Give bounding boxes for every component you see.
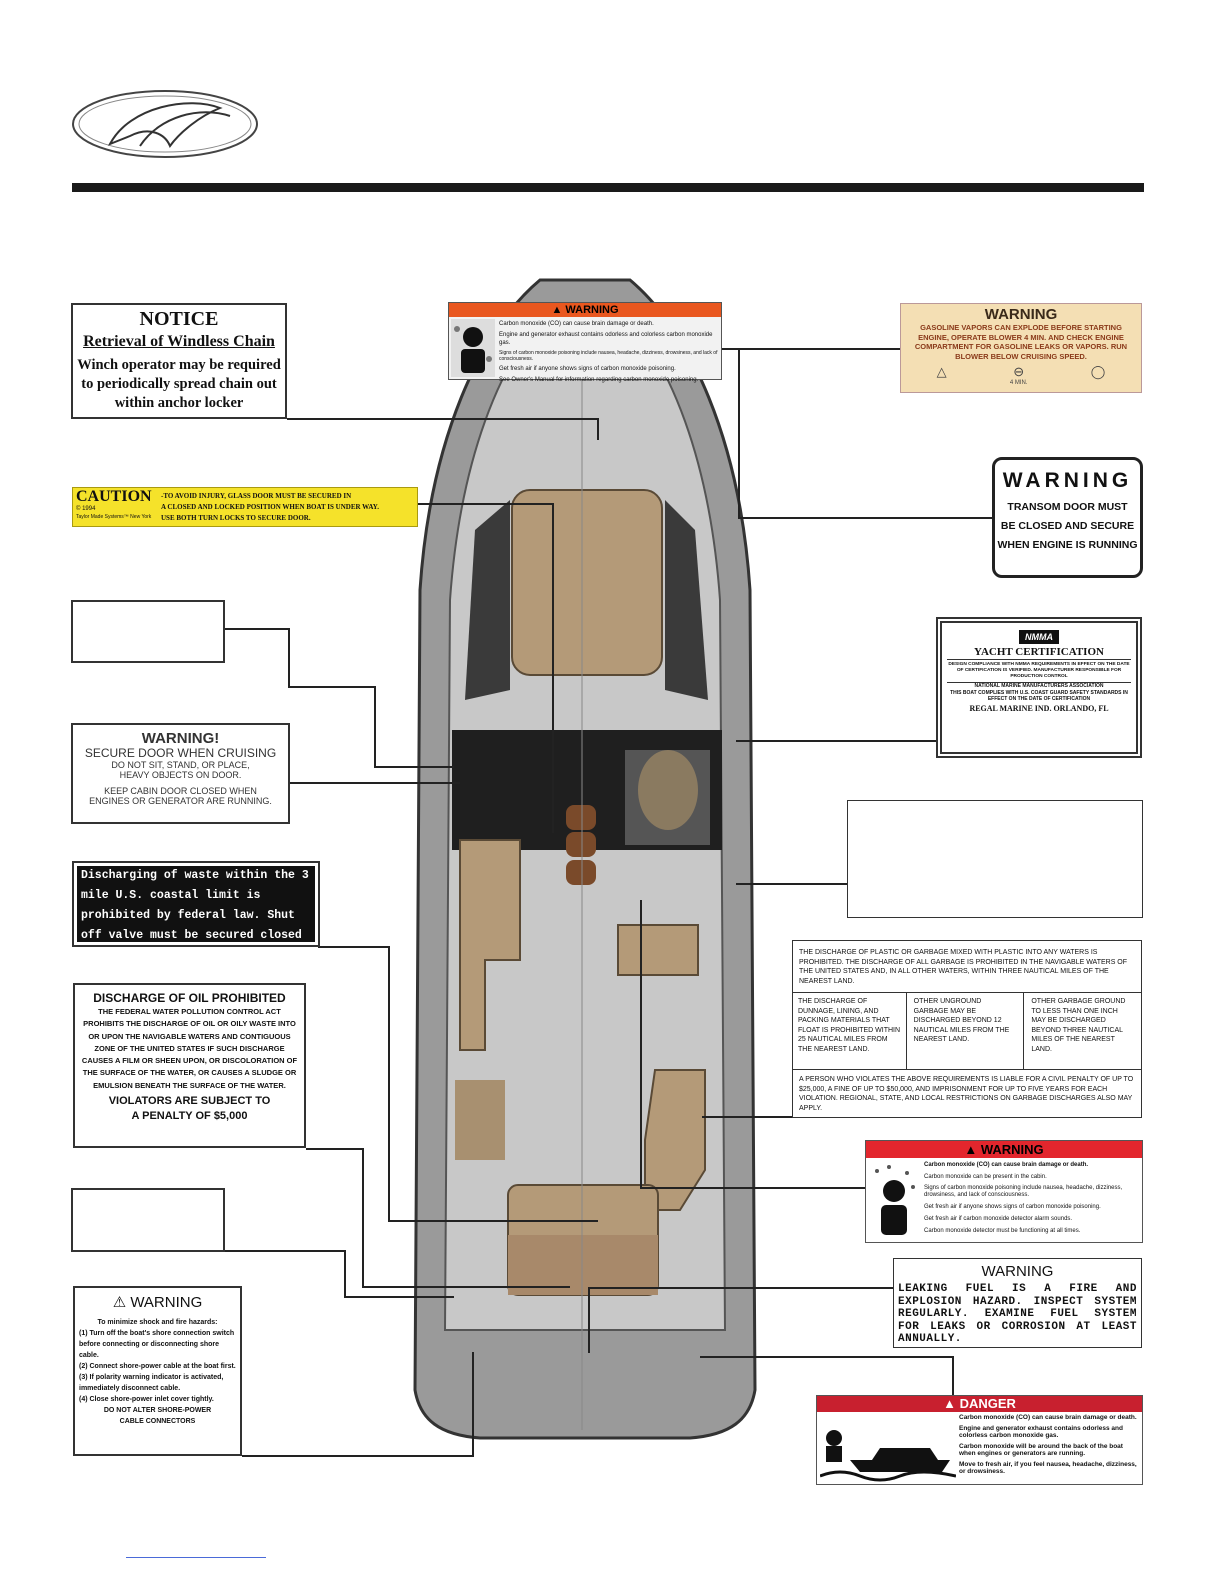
warning-triangle-icon: ▲ <box>943 1396 956 1411</box>
yacht-cert-p3: THIS BOAT COMPLIES WITH U.S. COAST GUARD… <box>950 690 1128 702</box>
danger-header: ▲ DANGER <box>817 1396 1142 1412</box>
boat-exhaust-icon <box>819 1416 957 1482</box>
waste-discharge-body: Discharging of waste within the 3 mile U… <box>77 866 315 942</box>
notice-title: NOTICE <box>139 308 219 330</box>
co-top-line-1: Carbon monoxide (CO) can cause brain dam… <box>499 321 654 327</box>
caution-line-2: A CLOSED AND LOCKED POSITION WHEN BOAT I… <box>161 503 379 511</box>
garbage-bottom: A PERSON WHO VIOLATES THE ABOVE REQUIREM… <box>799 1076 1134 1112</box>
door-warning-label: WARNING! SECURE DOOR WHEN CRUISING DO NO… <box>71 723 290 824</box>
garbage-top: THE DISCHARGE OF PLASTIC OR GARBAGE MIXE… <box>793 941 1141 993</box>
fuel-warning-label: WARNING LEAKING FUEL IS A FIRE AND EXPLO… <box>893 1258 1142 1348</box>
shore-power-warning-label: ⚠ WARNING To minimize shock and fire haz… <box>73 1286 242 1456</box>
co-right-line-5: Get fresh air if carbon monoxide detecto… <box>924 1216 1073 1222</box>
blank-label-right <box>847 800 1143 918</box>
caution-maker: Taylor Made Systems™ New York <box>76 514 152 520</box>
person-breathing-icon <box>451 319 495 377</box>
co-right-line-2: Carbon monoxide can be present in the ca… <box>924 1174 1047 1180</box>
shore-warning-item-1: (1) Turn off the boat's shore connection… <box>79 1330 235 1359</box>
co-right-line-1: Carbon monoxide (CO) can cause brain dam… <box>924 1162 1089 1168</box>
caution-label: CAUTION © 1994 Taylor Made Systems™ New … <box>72 487 418 527</box>
oil-discharge-footer-1: VIOLATORS ARE SUBJECT TO <box>108 1095 271 1108</box>
caution-copyright: © 1994 <box>76 506 96 512</box>
transom-warning-label: WARNING TRANSOM DOOR MUST BE CLOSED AND … <box>992 457 1143 578</box>
co-right-line-3: Signs of carbon monoxide poisoning inclu… <box>924 1185 1123 1198</box>
co-warning-top-label: ▲ WARNING Carbon monoxide (CO) can cause… <box>448 302 722 383</box>
garbage-col-2: OTHER UNGROUND GARBAGE MAY BE DISCHARGED… <box>907 993 1025 1069</box>
warning-triangle-icon: △ <box>936 364 947 379</box>
co-warning-top-header: ▲ WARNING <box>449 303 721 317</box>
boat-deck-plan <box>390 270 780 1440</box>
danger-line-1: Carbon monoxide (CO) can cause brain dam… <box>959 1414 1137 1421</box>
door-warning-line-2: DO NOT SIT, STAND, OR PLACE, <box>111 760 250 770</box>
co-warning-right-header: ▲ WARNING <box>866 1141 1142 1158</box>
nmma-logo: NMMA <box>1019 630 1059 644</box>
caution-line-1: -TO AVOID INJURY, GLASS DOOR MUST BE SEC… <box>161 492 352 500</box>
engine-icon: ◯ <box>1090 364 1106 379</box>
yacht-cert-p1: DESIGN COMPLIANCE WITH NMMA REQUIREMENTS… <box>947 659 1131 680</box>
door-warning-line-3: HEAVY OBJECTS ON DOOR. <box>119 770 242 780</box>
fuel-warning-header: WARNING <box>981 1263 1054 1280</box>
gasoline-warning-header: WARNING <box>984 306 1058 323</box>
warning-triangle-icon: ▲ <box>964 1142 978 1157</box>
oil-discharge-label: DISCHARGE OF OIL PROHIBITED THE FEDERAL … <box>73 983 306 1148</box>
shore-warning-header: ⚠ WARNING <box>112 1294 203 1311</box>
oil-discharge-body: THE FEDERAL WATER POLLUTION CONTROL ACT … <box>81 1007 298 1090</box>
fuel-warning-body: LEAKING FUEL IS A FIRE AND EXPLOSION HAZ… <box>898 1283 1137 1345</box>
yacht-certification-label: NMMA YACHT CERTIFICATION DESIGN COMPLIAN… <box>936 617 1142 758</box>
co-top-line-4: Get fresh air if anyone shows signs of c… <box>499 366 676 372</box>
co-right-line-4: Get fresh air if anyone shows signs of c… <box>924 1204 1101 1210</box>
waste-discharge-label: Discharging of waste within the 3 mile U… <box>72 861 320 947</box>
gasoline-warning-label: WARNING GASOLINE VAPORS CAN EXPLODE BEFO… <box>900 303 1142 393</box>
co-top-line-2: Engine and generator exhaust contains od… <box>499 332 713 346</box>
transom-warning-header: WARNING <box>1002 469 1133 492</box>
gasoline-warning-body: GASOLINE VAPORS CAN EXPLODE BEFORE START… <box>914 323 1128 361</box>
danger-line-4: Move to fresh air, if you feel nausea, h… <box>959 1461 1137 1475</box>
door-warning-line-4: KEEP CABIN DOOR CLOSED WHEN <box>104 786 257 796</box>
shore-warning-item-2: (2) Connect shore-power cable at the boa… <box>79 1363 236 1370</box>
yacht-cert-p2: NATIONAL MARINE MANUFACTURERS ASSOCIATIO… <box>947 682 1131 690</box>
garbage-col-3: OTHER GARBAGE GROUND TO LESS THAN ONE IN… <box>1031 998 1126 1053</box>
oil-discharge-title: DISCHARGE OF OIL PROHIBITED <box>93 991 286 1005</box>
danger-label: ▲ DANGER Carbon monoxide (CO) can cause … <box>816 1395 1143 1485</box>
shore-warning-item-4: (4) Close shore-power inlet cover tightl… <box>79 1396 214 1403</box>
warning-triangle-icon: ⚠ <box>112 1294 127 1311</box>
transom-line-3: WHEN ENGINE IS RUNNING <box>997 539 1138 551</box>
regal-logo <box>70 86 260 162</box>
co-top-line-5: See Owner's Manual for information regar… <box>499 377 699 383</box>
notice-label: NOTICE Retrieval of Windless Chain Winch… <box>71 303 287 419</box>
blank-label-left-1 <box>71 600 225 663</box>
door-warning-line-1: SECURE DOOR WHEN CRUISING <box>84 746 277 760</box>
blank-label-left-2 <box>71 1188 225 1252</box>
person-breathing-icon <box>869 1161 919 1239</box>
transom-line-2: BE CLOSED AND SECURE <box>1000 520 1135 532</box>
header-rule <box>72 183 1144 192</box>
danger-line-3: Carbon monoxide will be around the back … <box>959 1443 1123 1457</box>
warning-triangle-icon: ▲ <box>551 304 563 316</box>
notice-subtitle: Retrieval of Windless Chain <box>83 333 275 350</box>
door-warning-line-5: ENGINES OR GENERATOR ARE RUNNING. <box>89 796 272 806</box>
garbage-col-1: THE DISCHARGE OF DUNNAGE, LINING, AND PA… <box>793 993 907 1069</box>
oil-discharge-footer-2: A PENALTY OF $5,000 <box>131 1110 248 1123</box>
co-right-line-6: Carbon monoxide detector must be functio… <box>924 1228 1081 1234</box>
danger-line-2: Engine and generator exhaust contains od… <box>959 1425 1123 1439</box>
blower-icon: ⊖4 MIN. <box>1009 364 1028 386</box>
door-warning-header: WARNING! <box>141 730 220 747</box>
shore-warning-intro: To minimize shock and fire hazards: <box>97 1319 218 1326</box>
transom-line-1: TRANSOM DOOR MUST <box>1007 501 1128 513</box>
shore-warning-item-3: (3) If polarity warning indicator is act… <box>79 1374 224 1392</box>
yacht-cert-p4: REGAL MARINE IND. ORLANDO, FL <box>969 704 1109 713</box>
footer-link-rule <box>126 1557 266 1558</box>
shore-warning-footer: DO NOT ALTER SHORE-POWER CABLE CONNECTOR… <box>103 1407 212 1425</box>
caution-header: CAUTION <box>76 488 152 505</box>
yacht-cert-title: YACHT CERTIFICATION <box>974 646 1104 658</box>
caution-line-3: USE BOTH TURN LOCKS TO SECURE DOOR. <box>161 514 311 522</box>
garbage-discharge-label: THE DISCHARGE OF PLASTIC OR GARBAGE MIXE… <box>792 940 1142 1118</box>
notice-body: Winch operator may be required to period… <box>77 357 281 411</box>
co-warning-right-label: ▲ WARNING Carbon monoxide (CO) can cause… <box>865 1140 1143 1243</box>
co-top-line-3: Signs of carbon monoxide poisoning inclu… <box>499 350 718 362</box>
